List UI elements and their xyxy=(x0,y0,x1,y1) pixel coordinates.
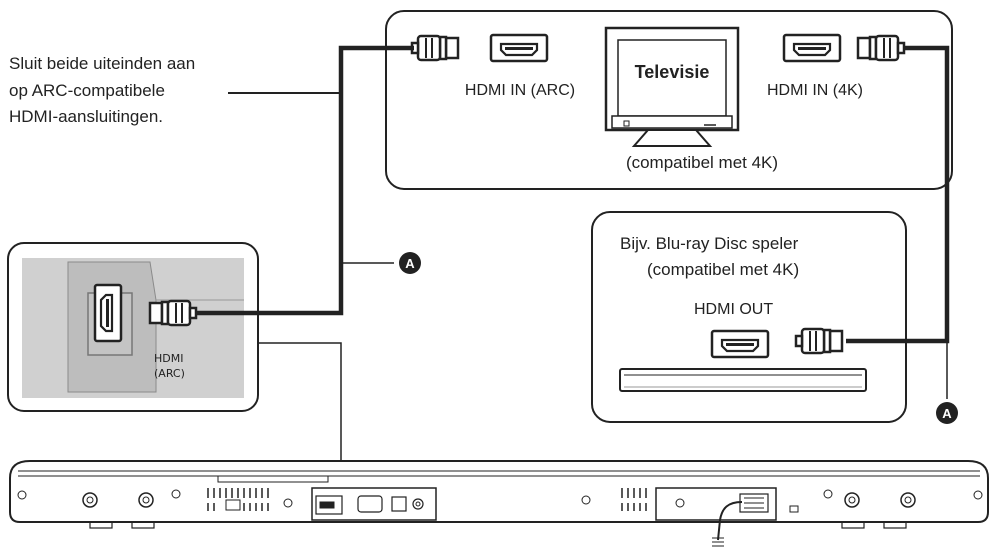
hdmi-cable-arc xyxy=(196,45,414,316)
television-icon xyxy=(604,26,740,147)
power-cord-icon xyxy=(717,501,743,541)
instruction-line-3: HDMI-aansluitingen. xyxy=(9,107,163,126)
tv-port-arc-label: HDMI IN (ARC) xyxy=(465,82,575,99)
player-line-1: Bijv. Blu-ray Disc speler xyxy=(620,234,799,253)
tv-port-4k-label: HDMI IN (4K) xyxy=(767,82,863,99)
tv-hdmi-4k-socket-icon xyxy=(782,33,842,63)
hdmi-plug-icon xyxy=(148,299,198,327)
soundbar-port-label-2: (ARC) xyxy=(154,367,185,380)
power-cord-cut-icon xyxy=(712,537,724,547)
soundbar-rear-icon xyxy=(9,460,989,529)
cable-marker-badge xyxy=(936,402,958,424)
cable-marker-label: A xyxy=(942,406,952,421)
cable-marker-label: A xyxy=(405,256,415,271)
soundbar-port-label-1: HDMI xyxy=(154,352,183,365)
player-hdmi-out-socket-icon xyxy=(710,329,770,359)
tv-name: Televisie xyxy=(635,62,710,82)
bluray-player-icon xyxy=(619,368,867,392)
tv-caption: (compatibel met 4K) xyxy=(626,153,778,172)
inset-leader-line xyxy=(258,342,342,508)
tv-hdmi-arc-socket-icon xyxy=(489,33,549,63)
soundbar-hdmi-socket-icon xyxy=(93,283,123,343)
hdmi-cable-4k xyxy=(846,45,950,344)
hdmi-plug-icon xyxy=(796,329,842,353)
player-port-label: HDMI OUT xyxy=(694,301,773,318)
instruction-line-2: op ARC-compatibele xyxy=(9,81,165,100)
hdmi-plug-icon xyxy=(856,34,906,62)
player-line-2: (compatibel met 4K) xyxy=(647,260,799,279)
hdmi-plug-icon xyxy=(412,36,458,60)
instruction-text: Sluit beide uiteinden aan op ARC-compati… xyxy=(9,54,195,126)
instruction-line-1: Sluit beide uiteinden aan xyxy=(9,54,195,73)
cable-marker-badge xyxy=(399,252,421,274)
